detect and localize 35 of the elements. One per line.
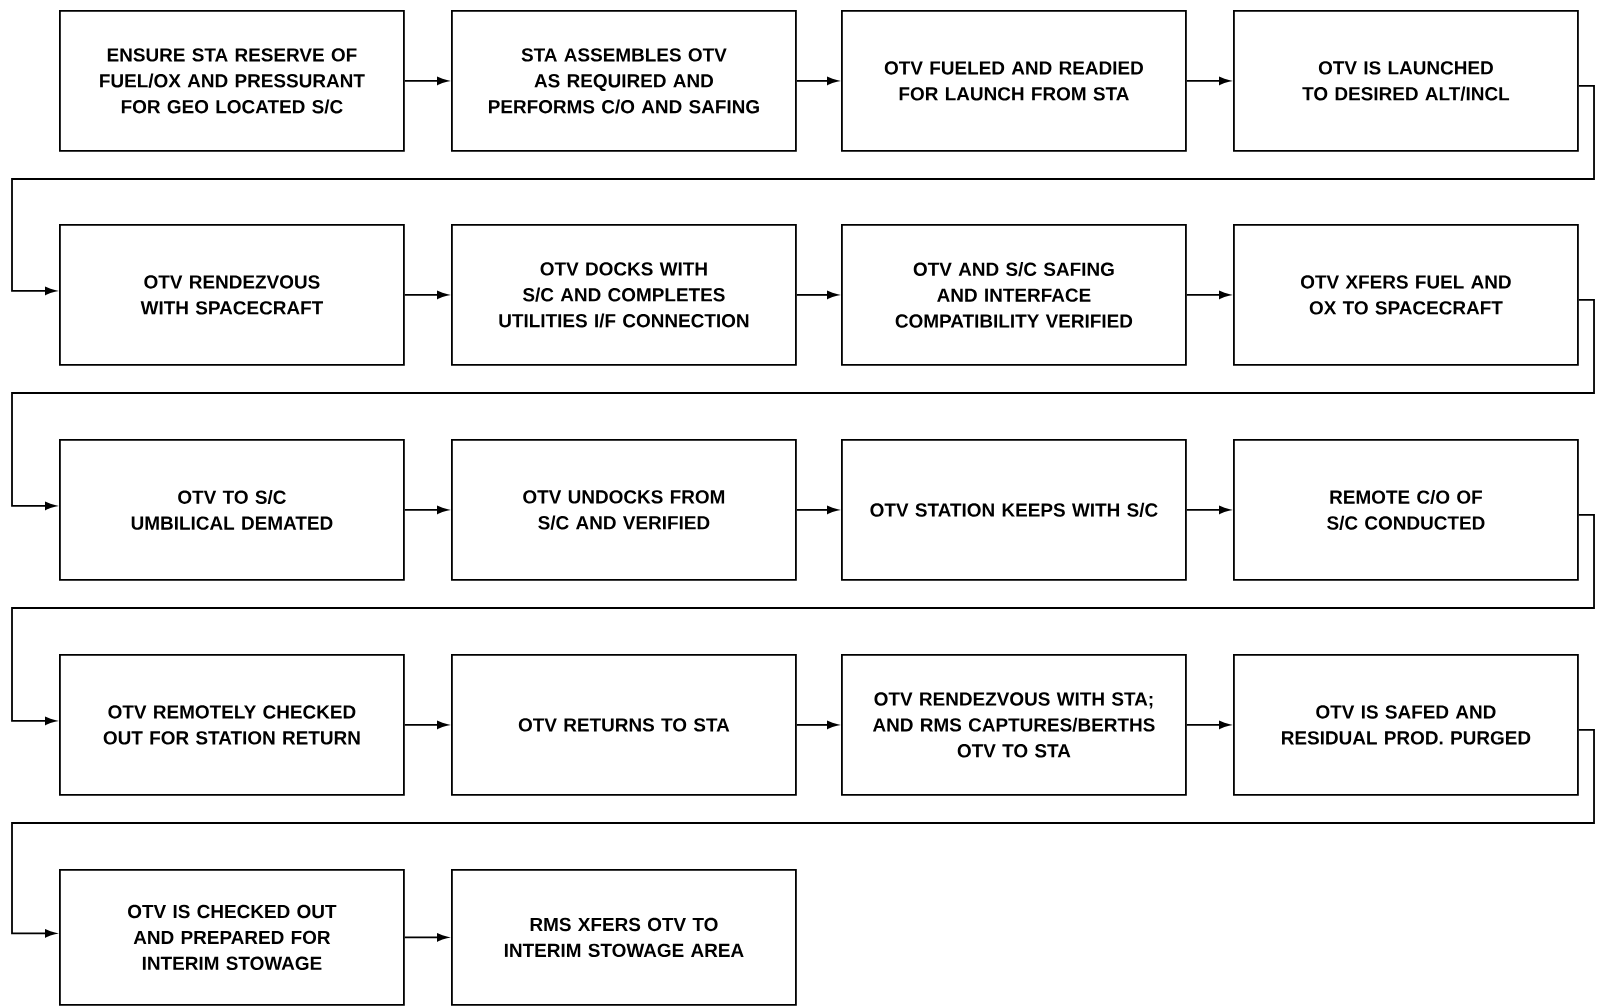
process-box: OTV RENDEZVOUS WITH SPACECRAFT	[59, 224, 405, 366]
arrow	[1185, 720, 1230, 729]
process-box: ENSURE STA RESERVE OF FUEL/OX AND PRESSURANT FOR GEO LOCATED S/C	[59, 10, 405, 152]
arrow	[1185, 505, 1230, 514]
process-box: OTV AND S/C SAFING AND INTERFACE COMPATIBILITY VERIFIED	[841, 224, 1187, 366]
process-box: OTV STATION KEEPS WITH S/C	[841, 439, 1187, 581]
arrow	[11, 85, 1595, 295]
process-box: OTV IS CHECKED OUT AND PREPARED FOR INTERIM STOWAGE	[59, 869, 405, 1006]
arrow	[403, 505, 448, 514]
arrow	[795, 505, 838, 514]
arrow	[11, 299, 1595, 510]
process-box: OTV XFERS FUEL AND OX TO SPACECRAFT	[1233, 224, 1579, 366]
arrow	[403, 720, 448, 729]
process-box: OTV RENDEZVOUS WITH STA; AND RMS CAPTURES/BERTHS OTV TO STA	[841, 654, 1187, 796]
arrow	[795, 720, 838, 729]
arrow	[11, 729, 1595, 938]
process-box: OTV UNDOCKS FROM S/C AND VERIFIED	[451, 439, 797, 581]
arrow	[1185, 290, 1230, 299]
arrow	[11, 514, 1595, 725]
arrow	[403, 76, 448, 85]
process-box: OTV FUELED AND READIED FOR LAUNCH FROM STA	[841, 10, 1187, 152]
process-box: OTV REMOTELY CHECKED OUT FOR STATION RETURN	[59, 654, 405, 796]
arrow	[1185, 76, 1230, 85]
process-box: RMS XFERS OTV TO INTERIM STOWAGE AREA	[451, 869, 797, 1006]
process-box: REMOTE C/O OF S/C CONDUCTED	[1233, 439, 1579, 581]
process-box: OTV IS LAUNCHED TO DESIRED ALT/INCL	[1233, 10, 1579, 152]
arrow	[403, 290, 448, 299]
arrow	[795, 290, 838, 299]
process-box: STA ASSEMBLES OTV AS REQUIRED AND PERFORMS C/O AND SAFING	[451, 10, 797, 152]
arrow	[403, 933, 448, 942]
process-box: OTV IS SAFED AND RESIDUAL PROD. PURGED	[1233, 654, 1579, 796]
process-box: OTV TO S/C UMBILICAL DEMATED	[59, 439, 405, 581]
process-box: OTV RETURNS TO STA	[451, 654, 797, 796]
arrow	[795, 76, 838, 85]
process-box: OTV DOCKS WITH S/C AND COMPLETES UTILITIES I/F CONNECTION	[451, 224, 797, 366]
